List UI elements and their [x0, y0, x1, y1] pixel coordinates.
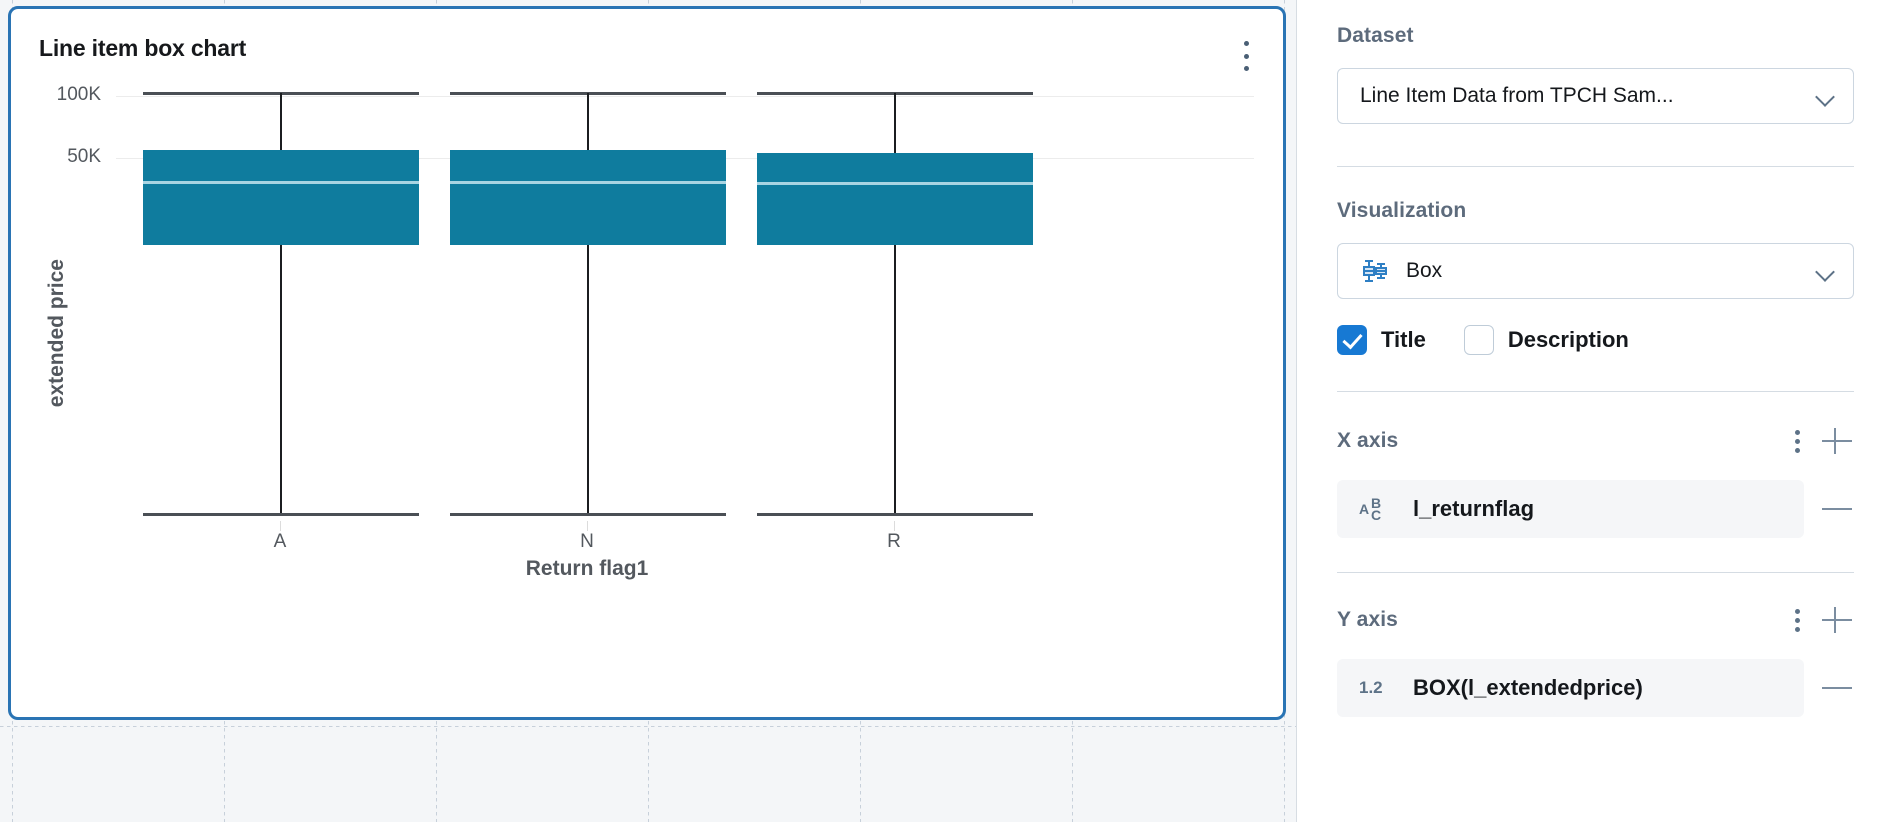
y-axis-section-label: Y axis [1337, 608, 1398, 631]
dataset-section-label: Dataset [1337, 24, 1414, 47]
visualization-select-value: Box [1406, 259, 1443, 282]
box-n[interactable] [450, 150, 726, 245]
dataset-select[interactable]: Line Item Data from TPCH Sam... [1337, 68, 1854, 124]
divider-visualization [1337, 391, 1854, 392]
y-axis-field-name: BOX(l_extendedprice) [1413, 675, 1643, 700]
whisker-lower-n [587, 245, 589, 514]
dashboard-canvas: Line item box chart extended price 100K … [0, 0, 1296, 822]
gridline-100k [116, 96, 1254, 97]
x-axis-kebab-menu-icon[interactable] [1795, 424, 1800, 458]
chevron-down-icon [1815, 260, 1837, 282]
median-line-a [143, 181, 419, 184]
divider-dataset [1337, 166, 1854, 167]
box-chart-plot: extended price 100K 50K [11, 9, 1283, 717]
y-axis-field-chip[interactable]: 1.2 BOX(l_extendedprice) [1337, 659, 1804, 717]
y-tick-label-100k: 100K [56, 84, 101, 105]
whisker-upper-a [280, 93, 282, 150]
divider-x-axis [1337, 572, 1854, 573]
kebab-menu-icon[interactable] [1235, 41, 1257, 71]
x-axis-field-name: l_returnflag [1413, 496, 1535, 521]
y-axis-field-minus-icon[interactable] [1820, 671, 1854, 705]
x-tick-mark-r [894, 521, 895, 531]
median-line-n [450, 181, 726, 184]
x-tick-mark-n [587, 521, 588, 531]
whisker-lower-a [280, 245, 282, 514]
x-tick-label-r: R [887, 531, 901, 552]
whisker-cap-lower-n [450, 513, 726, 516]
y-axis-plus-icon[interactable] [1820, 603, 1854, 637]
visualization-select[interactable]: Box [1337, 243, 1854, 299]
x-axis-section-label: X axis [1337, 429, 1399, 452]
whisker-upper-r [894, 93, 896, 153]
x-axis-plus-icon[interactable] [1820, 424, 1854, 458]
visualization-section-label: Visualization [1337, 199, 1467, 222]
description-checkbox-label: Description [1507, 327, 1629, 352]
y-tick-label-50k: 50K [67, 146, 101, 167]
chevron-down-icon [1815, 85, 1837, 107]
config-panel: Dataset Line Item Data from TPCH Sam... … [1296, 0, 1894, 822]
dataset-select-value: Line Item Data from TPCH Sam... [1360, 84, 1674, 107]
median-line-r [757, 182, 1033, 185]
description-checkbox[interactable] [1463, 325, 1494, 355]
x-tick-label-a: A [273, 531, 287, 552]
y-axis-kebab-menu-icon[interactable] [1795, 603, 1800, 637]
title-checkbox[interactable] [1337, 325, 1367, 355]
whisker-upper-n [587, 93, 589, 150]
box-plot-icon [1360, 256, 1390, 286]
title-checkbox-label: Title [1381, 327, 1426, 352]
x-tick-label-n: N [580, 531, 594, 552]
chart-card[interactable]: Line item box chart extended price 100K … [8, 6, 1286, 720]
chart-title: Line item box chart [39, 35, 247, 61]
whisker-lower-r [894, 245, 896, 514]
x-axis-field-minus-icon[interactable] [1820, 492, 1854, 526]
box-a[interactable] [143, 150, 419, 245]
y-axis-label: extended price [45, 259, 68, 408]
number-type-icon: 1.2 [1359, 678, 1383, 697]
x-tick-mark-a [280, 521, 281, 531]
whisker-cap-lower-r [757, 513, 1033, 516]
box-r[interactable] [757, 153, 1033, 245]
whisker-cap-lower-a [143, 513, 419, 516]
x-axis-label: Return flag1 [525, 557, 649, 580]
